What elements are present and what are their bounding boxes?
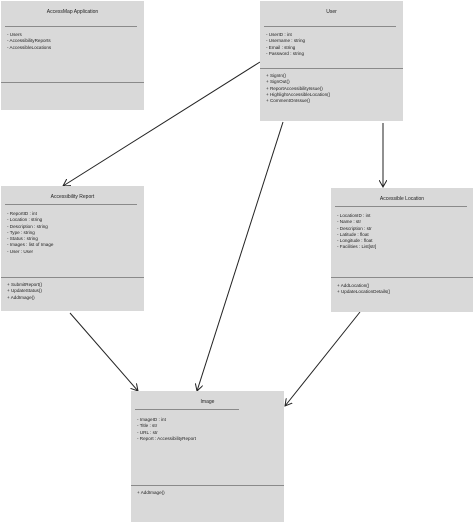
class-name: Image bbox=[200, 399, 215, 405]
attribute-list: - LocationID : int - Name : str - Descri… bbox=[337, 213, 376, 251]
class-divider bbox=[1, 277, 144, 278]
class-name: AccessMap Application bbox=[46, 9, 99, 15]
arrow-user-to-accessibility-report bbox=[63, 61, 261, 186]
attribute: - Location : string bbox=[7, 217, 43, 223]
class-user: User - UserID : int - Username : string … bbox=[260, 1, 403, 121]
class-divider bbox=[135, 409, 239, 410]
method: + SubmitReport() bbox=[7, 282, 43, 287]
attribute: - ReportID : int bbox=[7, 211, 37, 216]
method: + UpdateStatus() bbox=[7, 288, 42, 294]
attribute: - Description : str bbox=[337, 225, 372, 231]
class-name: Accessible Location bbox=[379, 196, 425, 202]
method-list: + AddImage() bbox=[137, 490, 165, 496]
class-divider bbox=[260, 68, 403, 69]
class-divider bbox=[335, 206, 467, 207]
method-list: + SignIn() + SignOut() + ReportAccessibi… bbox=[266, 73, 330, 104]
method: + ReportAccessibilityIssue() bbox=[266, 85, 323, 91]
attribute: - Username : string bbox=[266, 38, 306, 44]
method: + CommentOnIssue() bbox=[266, 98, 311, 104]
class-divider bbox=[5, 204, 137, 205]
attribute-list: - ImageID : int - Title : str - URL : st… bbox=[137, 417, 196, 442]
attribute: - Name : str bbox=[337, 219, 361, 225]
class-divider bbox=[131, 485, 284, 486]
class-divider bbox=[264, 26, 396, 27]
attribute: - Description : string bbox=[7, 223, 48, 229]
class-accessible-location: Accessible Location - LocationID : int -… bbox=[331, 188, 473, 312]
method: + SignIn() bbox=[266, 73, 287, 78]
method: + SignOut() bbox=[266, 79, 290, 85]
attribute: - Email : string bbox=[266, 44, 296, 50]
method: + AddLocation() bbox=[337, 283, 370, 288]
attribute: - AccessibilityReports bbox=[7, 38, 51, 44]
attribute: - ImageID : int bbox=[137, 417, 166, 422]
attribute: - Title : str bbox=[137, 423, 158, 429]
class-accessmap-application: AccessMap Application - Users - Accessib… bbox=[1, 1, 144, 110]
attribute-list: - Users - AccessibilityReports - Accessi… bbox=[7, 32, 51, 51]
attribute: - Images : list of Image bbox=[7, 242, 54, 248]
method-list: + AddLocation() + UpdateLocationDetails(… bbox=[337, 283, 390, 296]
arrow-user-to-image bbox=[197, 121, 284, 391]
attribute-list: - ReportID : int - Location : string - D… bbox=[7, 211, 53, 255]
attribute: - Latitude : float bbox=[337, 231, 369, 237]
arrow-accessible-location-to-image bbox=[285, 311, 361, 406]
attribute-list: - UserID : int - Username : string - Ema… bbox=[266, 32, 305, 57]
attribute: - Users bbox=[7, 32, 22, 37]
class-image: Image - ImageID : int - Title : str - UR… bbox=[131, 391, 284, 522]
class-divider bbox=[331, 277, 473, 278]
attribute: - AccessibleLocations bbox=[7, 44, 52, 50]
attribute: - Type : string bbox=[7, 229, 35, 235]
attribute: - Status : string bbox=[7, 236, 38, 242]
attribute: - Longitude : float bbox=[337, 238, 373, 244]
class-accessibility-report: Accessibility Report - ReportID : int - … bbox=[1, 186, 144, 311]
attribute: - LocationID : int bbox=[337, 213, 371, 218]
class-name: Accessibility Report bbox=[50, 194, 95, 200]
attribute: - Facilities : List[str] bbox=[337, 244, 377, 250]
class-divider bbox=[1, 82, 144, 83]
arrow-accessibility-report-to-image bbox=[69, 312, 138, 391]
attribute: - User : User bbox=[7, 248, 34, 254]
class-name: User bbox=[326, 9, 337, 15]
method: + AddImage() bbox=[137, 490, 165, 495]
method: + AddImage() bbox=[7, 294, 35, 300]
attribute: - UserID : int bbox=[266, 32, 292, 37]
method: + UpdateLocationDetails() bbox=[337, 289, 391, 295]
method: + HighlightAccessibleLocation() bbox=[266, 91, 331, 97]
method-list: + SubmitReport() + UpdateStatus() + AddI… bbox=[7, 282, 42, 301]
attribute: - URL : str bbox=[137, 429, 158, 435]
class-divider bbox=[5, 26, 137, 27]
attribute: - Report : AccessibilityReport bbox=[137, 435, 196, 441]
attribute: - Password : string bbox=[266, 50, 305, 56]
